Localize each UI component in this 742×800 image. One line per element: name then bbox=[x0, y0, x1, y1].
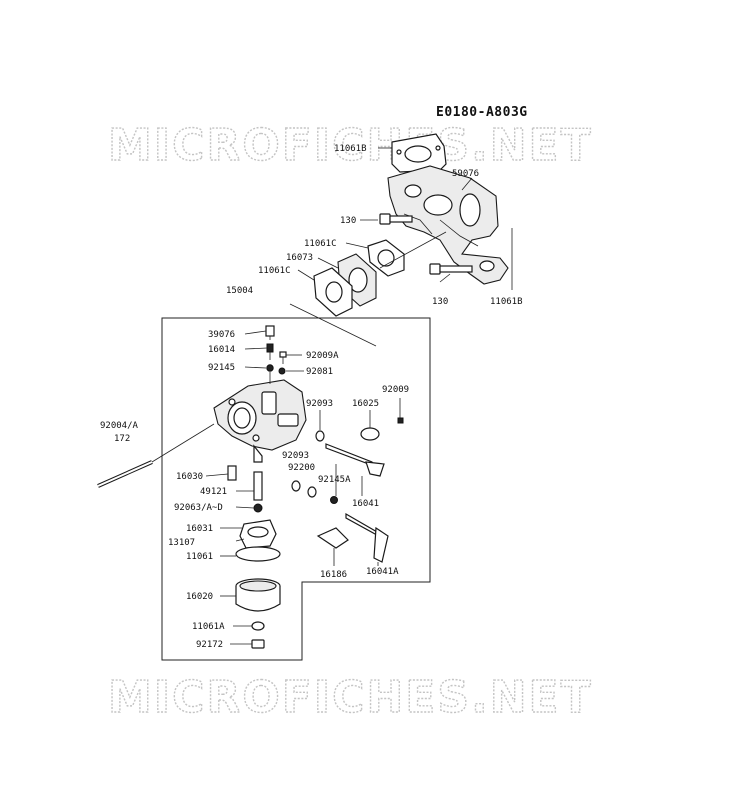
gasket-11061c-a bbox=[367, 239, 405, 277]
carburetor-body bbox=[213, 379, 307, 463]
gasket-11061a bbox=[251, 621, 265, 631]
choke-plate-16025 bbox=[360, 427, 380, 441]
spring-92145 bbox=[266, 364, 274, 372]
jet-92063 bbox=[253, 503, 263, 513]
label-13107: 13107 bbox=[168, 538, 195, 548]
throttle-plate-16186 bbox=[316, 527, 349, 549]
throttle-shaft-16041a bbox=[345, 512, 389, 563]
intake-manifold-59076 bbox=[387, 165, 509, 285]
label-92172: 92172 bbox=[196, 640, 223, 650]
screw-92009 bbox=[397, 398, 404, 424]
carburetor-assembly-frame-15004 bbox=[161, 317, 431, 661]
label-16025: 16025 bbox=[352, 399, 379, 409]
label-92093-b: 92093 bbox=[282, 451, 309, 461]
label-16030: 16030 bbox=[176, 472, 203, 482]
label-11061c-b: 11061C bbox=[258, 266, 291, 276]
label-172: 172 bbox=[114, 434, 130, 444]
label-130-bottom: 130 bbox=[432, 297, 448, 307]
label-16073: 16073 bbox=[286, 253, 313, 263]
float-bowl-16020 bbox=[235, 578, 281, 612]
label-11061a: 11061A bbox=[192, 622, 225, 632]
diagram-code: E0180-A803G bbox=[436, 105, 528, 120]
stud-guide-line bbox=[151, 423, 215, 463]
washer-92093-b bbox=[291, 480, 301, 492]
part-39076 bbox=[265, 325, 275, 340]
label-11061b-right: 11061B bbox=[490, 297, 523, 307]
label-16020: 16020 bbox=[186, 592, 213, 602]
guide-line-center bbox=[289, 303, 377, 347]
screw-92009a bbox=[279, 351, 287, 364]
label-16014: 16014 bbox=[208, 345, 235, 355]
label-92145a: 92145A bbox=[318, 475, 351, 485]
stud-92004a bbox=[97, 460, 153, 488]
pin-49121 bbox=[253, 471, 263, 501]
bolt-92172 bbox=[251, 639, 265, 649]
label-92063: 92063/A~D bbox=[174, 503, 223, 513]
label-11061: 11061 bbox=[186, 552, 213, 562]
label-92081: 92081 bbox=[306, 367, 333, 377]
label-39076: 39076 bbox=[208, 330, 235, 340]
bolt-130-left bbox=[379, 213, 413, 225]
label-16041a: 16041A bbox=[366, 567, 399, 577]
part-16014 bbox=[266, 343, 274, 360]
guide-line-upper bbox=[379, 231, 447, 269]
label-59076: 59076 bbox=[452, 169, 479, 179]
part-16030 bbox=[227, 465, 237, 481]
gasket-11061b-top bbox=[391, 133, 447, 173]
spring-92145a bbox=[330, 496, 338, 504]
watermark-top: MICROFICHES.NET bbox=[108, 120, 593, 171]
label-92145: 92145 bbox=[208, 363, 235, 373]
label-92009: 92009 bbox=[382, 385, 409, 395]
label-92200: 92200 bbox=[288, 463, 315, 473]
washer-92200 bbox=[307, 486, 317, 498]
label-49121: 49121 bbox=[200, 487, 227, 497]
label-16041: 16041 bbox=[352, 499, 379, 509]
float-16031 bbox=[239, 519, 277, 549]
label-92009a: 92009A bbox=[306, 351, 339, 361]
label-16186: 16186 bbox=[320, 570, 347, 580]
label-92093-a: 92093 bbox=[306, 399, 333, 409]
bolt-130-bottom bbox=[429, 263, 473, 275]
label-92004a: 92004/A bbox=[100, 421, 139, 431]
gasket-11061c-b bbox=[313, 267, 353, 317]
label-11061c-a: 11061C bbox=[304, 239, 337, 249]
spring-92081 bbox=[278, 367, 286, 375]
pin-13107 bbox=[235, 538, 245, 542]
leader-lines bbox=[205, 147, 473, 645]
gasket-11061 bbox=[235, 546, 281, 562]
label-15004: 15004 bbox=[226, 286, 253, 296]
choke-shaft-16041 bbox=[325, 443, 385, 477]
label-11061b-top: 11061B bbox=[334, 144, 367, 154]
watermark-bottom: MICROFICHES.NET bbox=[108, 672, 593, 723]
label-16031: 16031 bbox=[186, 524, 213, 534]
washer-92093-a bbox=[315, 430, 325, 442]
label-130-left: 130 bbox=[340, 216, 356, 226]
